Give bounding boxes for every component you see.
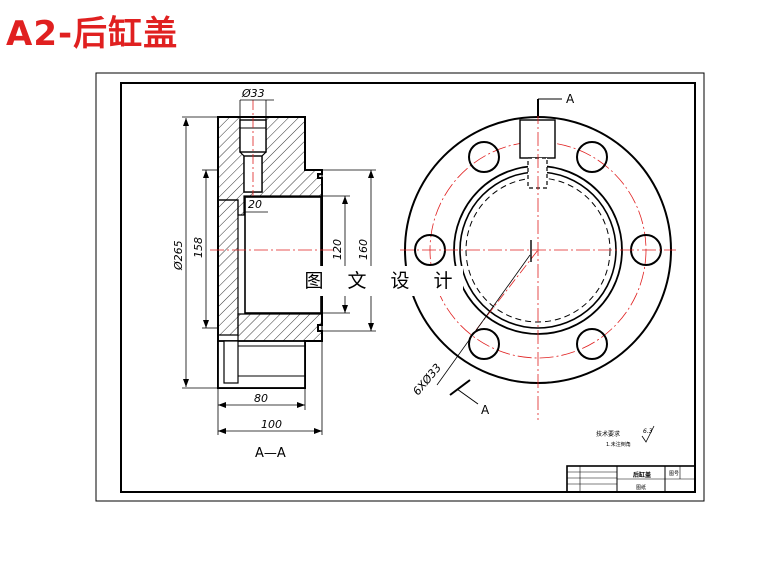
section-mark-top: A (566, 92, 575, 106)
dim-bore: Ø33 (241, 87, 265, 100)
dim-outer-dia: Ø265 (172, 240, 185, 271)
tech-req-line: 1.未注倒角 (606, 441, 631, 448)
page-title: A2-后缸盖 (6, 14, 179, 54)
dim-100: 100 (261, 418, 282, 431)
dim-80: 80 (254, 392, 268, 405)
section-label: A—A (255, 446, 286, 461)
title-block-drawing-no: 图号 (669, 471, 679, 477)
dim-158: 158 (192, 237, 205, 258)
dim-160: 160 (357, 239, 370, 260)
roughness-symbol (641, 425, 655, 443)
section-view (182, 99, 376, 435)
dim-depth: 20 (248, 198, 262, 211)
title-block-part-name: 后缸盖 (633, 471, 651, 479)
sheet-outer-border (95, 72, 705, 502)
sheet-inner-border (120, 82, 696, 493)
holes-label: 6XØ33 (410, 361, 444, 398)
tech-req-heading: 技术要求 (596, 430, 620, 438)
section-mark-bottom: A (481, 403, 490, 417)
notes: 技术要求 1.未注倒角 6.3 (596, 425, 655, 448)
watermark: 图 文 设 计 (303, 266, 463, 296)
title-block-school: 图纸 (636, 484, 646, 491)
front-view (400, 98, 676, 420)
dim-120: 120 (331, 239, 344, 260)
title-block (566, 465, 696, 493)
roughness-value: 6.3 (643, 428, 653, 435)
